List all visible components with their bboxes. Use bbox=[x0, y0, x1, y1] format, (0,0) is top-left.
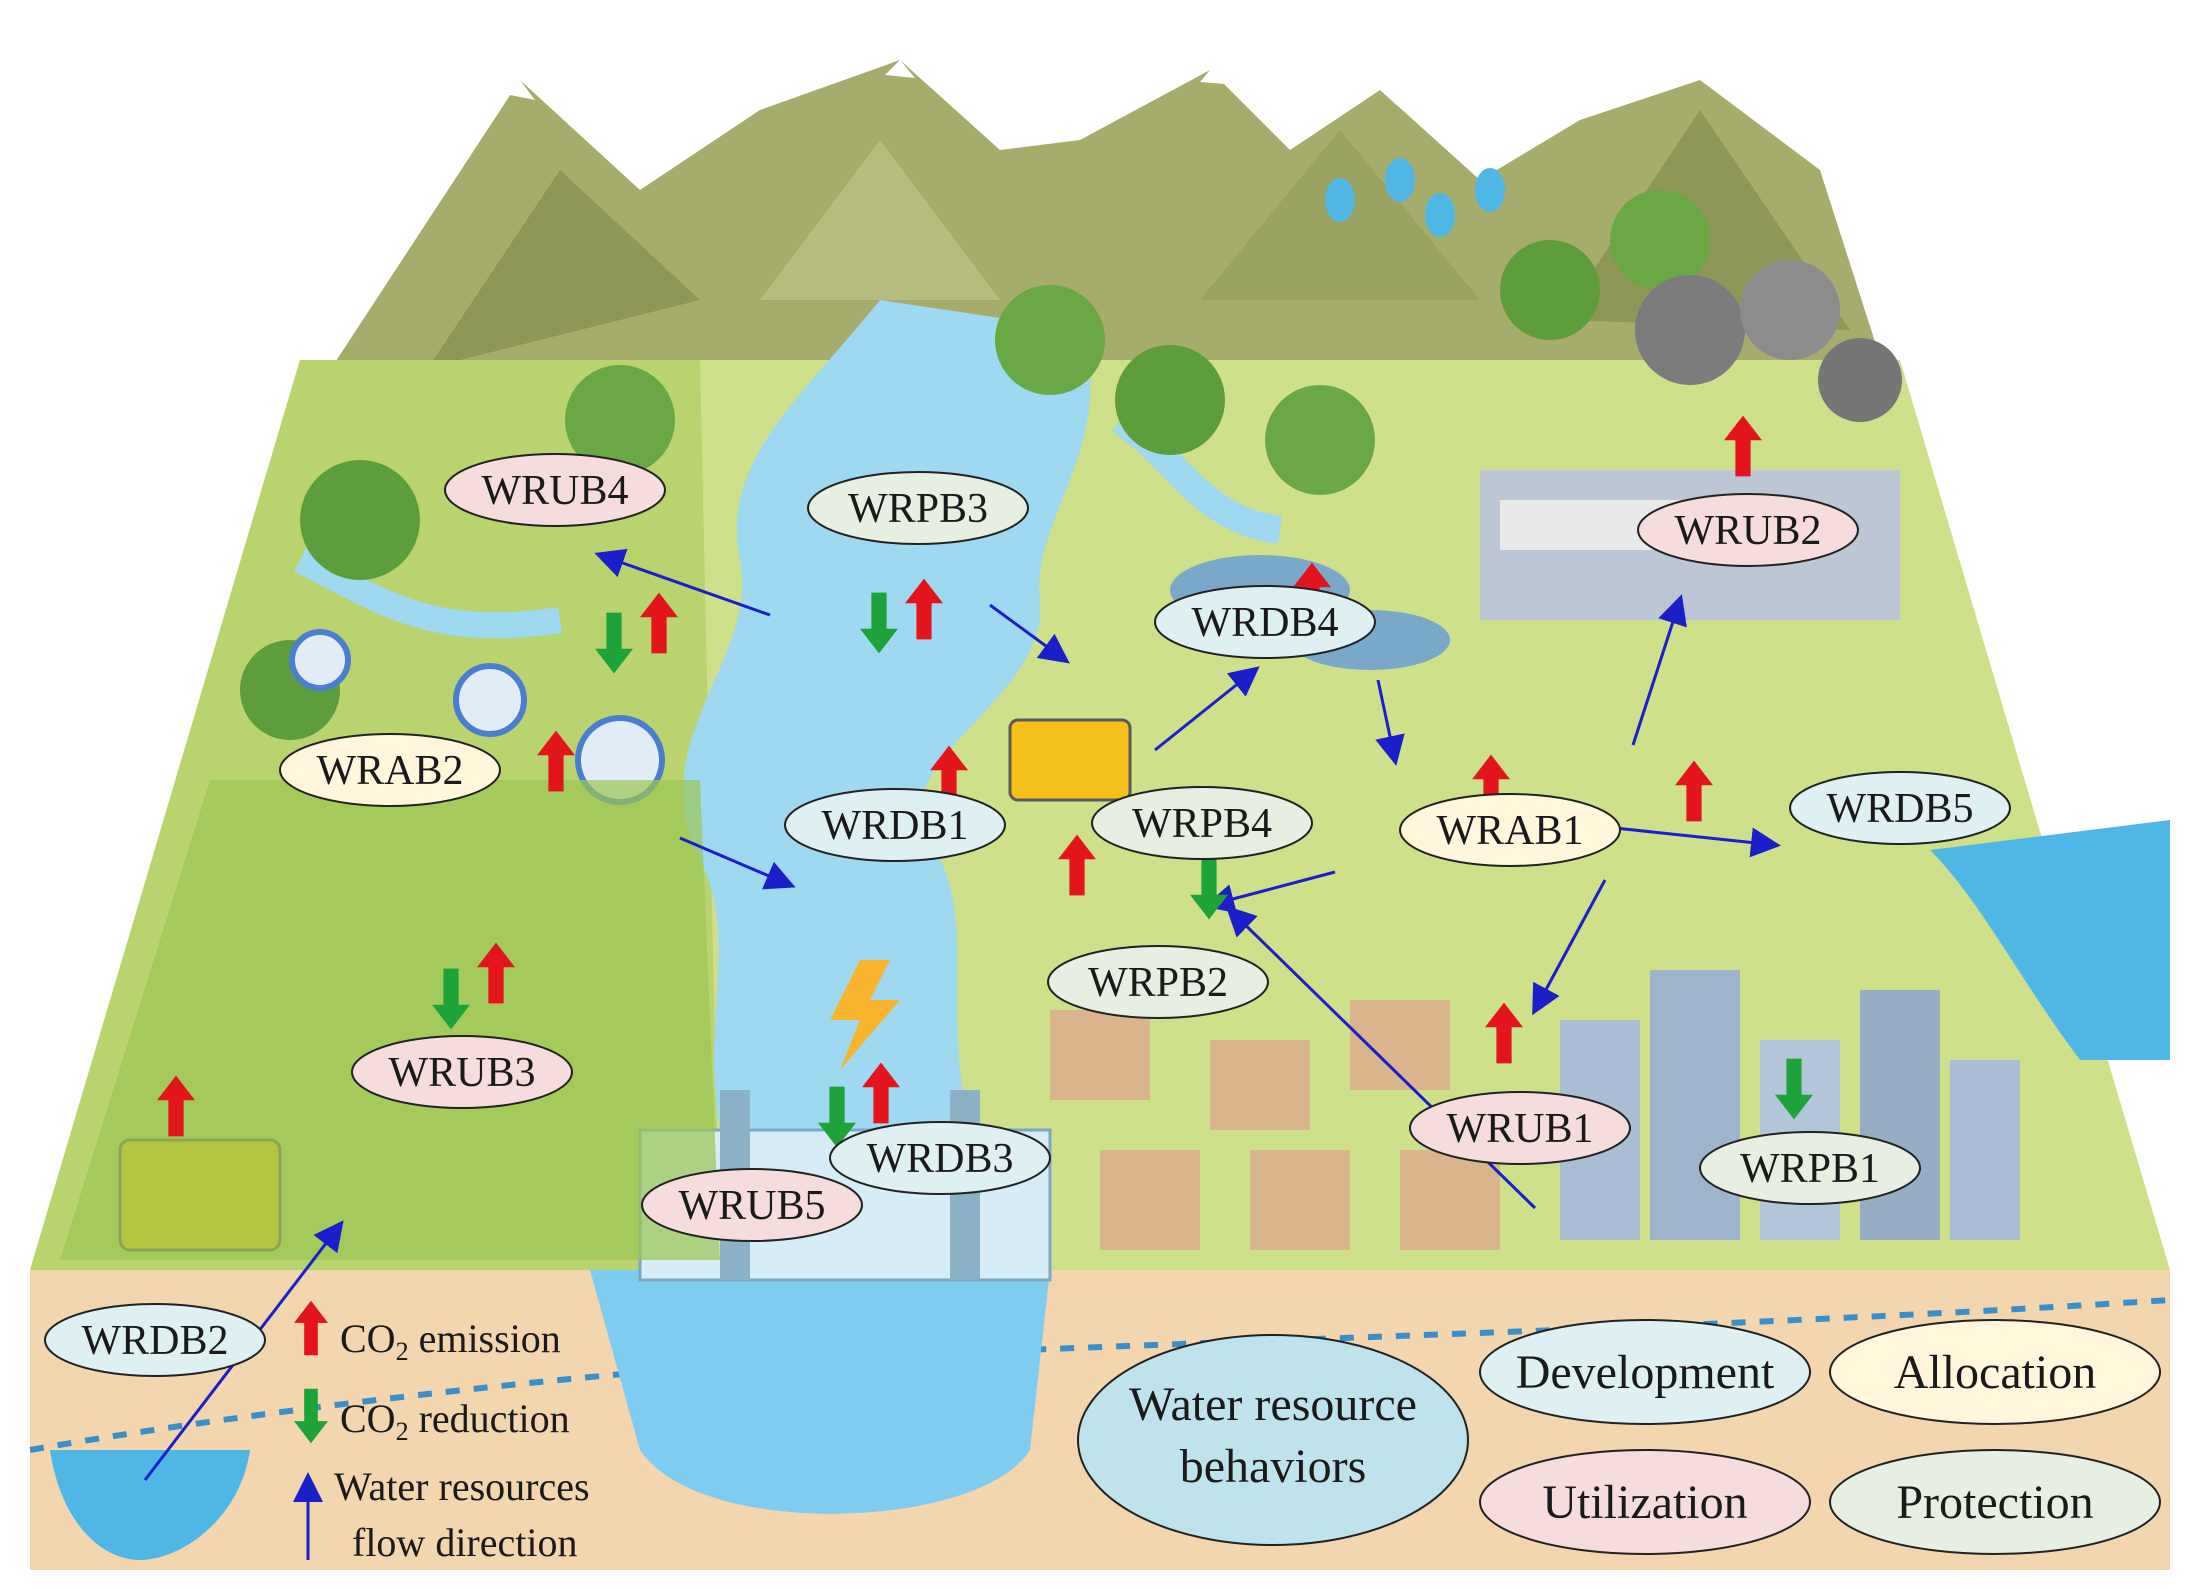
flow-arrow bbox=[1154, 666, 1260, 752]
smoke-stacks bbox=[1635, 260, 1902, 422]
label-wrub5: WRUB5 bbox=[641, 1168, 863, 1242]
label-oval-wrdb3 bbox=[829, 1121, 1051, 1195]
utilization-oval bbox=[1479, 1449, 1811, 1555]
label-wrub3: WRUB3 bbox=[351, 1035, 573, 1109]
behaviors-line1: Water resource bbox=[1129, 1378, 1417, 1431]
legend-emission: CO2 emission bbox=[340, 1316, 561, 1366]
label-oval-wrpb4 bbox=[1091, 786, 1313, 860]
label-wrpb2: WRPB2 bbox=[1047, 945, 1269, 1019]
label-text-wrdb2: WRDB2 bbox=[82, 1318, 229, 1364]
label-text-wrpb4: WRPB4 bbox=[1132, 801, 1272, 847]
label-wrub2: WRUB2 bbox=[1637, 493, 1859, 567]
utilization-label: Utilization bbox=[1542, 1476, 1747, 1529]
label-oval-wrdb2 bbox=[44, 1303, 266, 1377]
label-text-wrpb1: WRPB1 bbox=[1740, 1146, 1880, 1192]
development-label: Development bbox=[1516, 1346, 1775, 1399]
flow-arrow bbox=[679, 836, 796, 890]
allocation-oval bbox=[1829, 1319, 2161, 1425]
label-oval-wrub5 bbox=[641, 1168, 863, 1242]
legend-flow-line2: flow direction bbox=[352, 1520, 578, 1565]
label-oval-wrab1 bbox=[1399, 793, 1621, 867]
crop-field bbox=[60, 780, 720, 1260]
label-text-wrub4: WRUB4 bbox=[482, 468, 629, 514]
label-text-wrdb1: WRDB1 bbox=[822, 803, 969, 849]
development-oval bbox=[1479, 1319, 1811, 1425]
label-wrab2: WRAB2 bbox=[279, 733, 501, 807]
label-oval-wrdb4 bbox=[1154, 585, 1376, 659]
legend: CO2 emission CO2 reduction Water resourc… bbox=[293, 1300, 590, 1565]
label-oval-wrdb5 bbox=[1789, 771, 2011, 845]
underground-pool bbox=[50, 1450, 250, 1560]
label-wrdb3: WRDB3 bbox=[829, 1121, 1051, 1195]
dam-reservoir bbox=[590, 1270, 1050, 1514]
label-text-wrpb3: WRPB3 bbox=[848, 486, 988, 532]
label-oval-wrub3 bbox=[351, 1035, 573, 1109]
rain-drops bbox=[1325, 158, 1505, 237]
label-oval-wrpb2 bbox=[1047, 945, 1269, 1019]
label-text-wrub1: WRUB1 bbox=[1447, 1106, 1594, 1152]
trees bbox=[240, 190, 1710, 740]
label-wrdb2: WRDB2 bbox=[44, 1303, 266, 1377]
allocation-label: Allocation bbox=[1894, 1346, 2097, 1399]
label-oval-wrdb1 bbox=[784, 788, 1006, 862]
label-text-wrdb5: WRDB5 bbox=[1827, 786, 1974, 832]
label-wrpb4: WRPB4 bbox=[1091, 786, 1313, 860]
label-wrdb4: WRDB4 bbox=[1154, 585, 1376, 659]
lightning-icon bbox=[830, 960, 900, 1070]
flow-arrow bbox=[1532, 879, 1607, 1016]
behaviors-oval bbox=[1077, 1334, 1469, 1546]
label-text-wrdb4: WRDB4 bbox=[1192, 600, 1339, 646]
label-text-wrab2: WRAB2 bbox=[317, 748, 464, 794]
label-oval-wrub2 bbox=[1637, 493, 1859, 567]
label-text-wrpb2: WRPB2 bbox=[1088, 960, 1228, 1006]
flow-arrow bbox=[1631, 594, 1687, 746]
label-text-wrab1: WRAB1 bbox=[1437, 808, 1584, 854]
label-text-wrub5: WRUB5 bbox=[679, 1183, 826, 1229]
flow-arrow bbox=[1204, 870, 1336, 914]
label-wrpb3: WRPB3 bbox=[807, 471, 1029, 545]
label-text-wrub2: WRUB2 bbox=[1675, 508, 1822, 554]
label-text-wrdb3: WRDB3 bbox=[867, 1136, 1014, 1182]
label-oval-wrab2 bbox=[279, 733, 501, 807]
legend-flow-line1: Water resources bbox=[334, 1464, 590, 1509]
label-wrub1: WRUB1 bbox=[1409, 1091, 1631, 1165]
flow-arrow bbox=[594, 548, 771, 617]
protection-label: Protection bbox=[1896, 1476, 2093, 1529]
behaviors-line2: behaviors bbox=[1180, 1440, 1367, 1493]
protection-oval bbox=[1829, 1449, 2161, 1555]
label-wrdb1: WRDB1 bbox=[784, 788, 1006, 862]
flow-arrow bbox=[1375, 679, 1405, 766]
flow-arrow bbox=[1614, 826, 1781, 858]
label-wrab1: WRAB1 bbox=[1399, 793, 1621, 867]
label-oval-wrpb1 bbox=[1699, 1131, 1921, 1205]
category-legend: Water resource behaviors Development All… bbox=[1077, 1319, 2161, 1555]
label-oval-wrub1 bbox=[1409, 1091, 1631, 1165]
label-wrdb5: WRDB5 bbox=[1789, 771, 2011, 845]
label-wrpb1: WRPB1 bbox=[1699, 1131, 1921, 1205]
legend-reduction: CO2 reduction bbox=[340, 1396, 570, 1446]
label-oval-wrub4 bbox=[444, 453, 666, 527]
label-wrub4: WRUB4 bbox=[444, 453, 666, 527]
flow-arrow bbox=[989, 603, 1070, 664]
label-text-wrub3: WRUB3 bbox=[389, 1050, 536, 1096]
label-oval-wrpb3 bbox=[807, 471, 1029, 545]
